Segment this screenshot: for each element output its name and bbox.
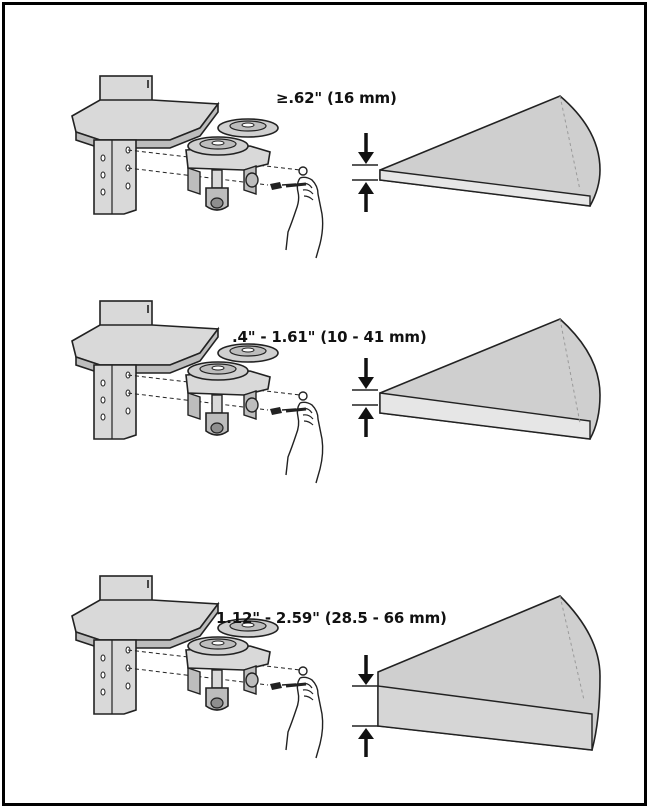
thickness-range-label: .4" - 1.61" (10 - 41 mm)	[232, 328, 427, 346]
thickness-markers	[352, 655, 378, 757]
down-arrow-icon	[358, 655, 374, 685]
clamp-illustration	[70, 74, 601, 260]
clamp-illustration	[70, 574, 601, 760]
clamp-illustration	[70, 299, 601, 485]
clamp-panel-thin: ≥.62" (16 mm)	[0, 0, 653, 260]
up-arrow-icon	[358, 728, 374, 757]
thickness-range-label: 1.12" - 2.59" (28.5 - 66 mm)	[216, 609, 447, 627]
thickness-range-label: ≥.62" (16 mm)	[276, 89, 397, 107]
clamp-panel-medium: .4" - 1.61" (10 - 41 mm)	[0, 225, 653, 485]
clamp-panel-thick: 1.12" - 2.59" (28.5 - 66 mm)	[0, 500, 653, 760]
